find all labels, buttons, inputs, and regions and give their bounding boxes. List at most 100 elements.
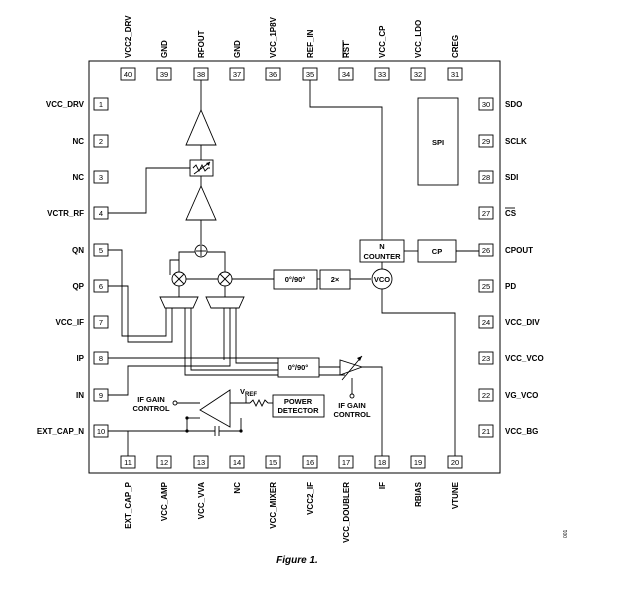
n-counter-label-2: COUNTER — [363, 252, 401, 261]
pin-38-label: RFOUT — [197, 30, 206, 58]
pin-2-number: 2 — [99, 137, 103, 146]
pin-12-number: 12 — [160, 458, 168, 467]
pin-30-number: 30 — [482, 100, 490, 109]
pin-19-label: RBIAS — [414, 481, 423, 507]
pin-16-number: 16 — [306, 458, 314, 467]
pin-12-label: VCC_AMP — [160, 481, 169, 521]
spi-label: SPI — [432, 138, 444, 147]
pin-27-number: 27 — [482, 209, 490, 218]
pin-1-label: VCC_DRV — [46, 100, 85, 109]
pin-1-number: 1 — [99, 100, 103, 109]
pin-24-label: VCC_DIV — [505, 318, 540, 327]
pin-3-label: NC — [72, 173, 84, 182]
mux-left-icon — [159, 296, 199, 309]
pin-16-label: VCC2_IF — [306, 482, 315, 515]
pin-33-label: VCC_CP — [378, 25, 387, 58]
bottom-pins: 11 12 13 14 15 16 17 18 19 20 — [120, 455, 463, 469]
if-amplifier-icon — [339, 359, 364, 376]
power-detector-label-1: POWER — [284, 397, 313, 406]
pin-34-number: 34 — [342, 70, 350, 79]
pin-7-label: VCC_IF — [56, 318, 85, 327]
pin-18-number: 18 — [378, 458, 386, 467]
pin-22-label: VG_VCO — [505, 391, 538, 400]
power-detector-block — [272, 394, 325, 418]
if-gain-left-label-1: IF GAIN — [137, 395, 165, 404]
vref-label: VREF — [240, 387, 257, 398]
rf-amplifier-top-icon — [185, 108, 217, 146]
pin-31-label: CREG — [451, 35, 460, 58]
pin-21-number: 21 — [482, 427, 490, 436]
vco-label: VCO — [374, 275, 390, 284]
n-counter-block — [359, 239, 405, 263]
if-gain-right-terminal-icon — [349, 393, 355, 399]
pin-17-number: 17 — [342, 458, 350, 467]
pin-35-label: REF_IN — [306, 29, 315, 58]
pin-26-number: 26 — [482, 246, 490, 255]
top-pin-labels: VCC2_DRV GND RFOUT GND VCC_1P8V REF_IN R… — [124, 15, 460, 58]
pin-21-label: VCC_BG — [505, 427, 538, 436]
pin-15-label: VCC_MIXER — [269, 482, 278, 529]
if-gain-right-label-2: CONTROL — [333, 410, 370, 419]
pin-14-label: NC — [233, 482, 242, 494]
pin-24-number: 24 — [482, 318, 490, 327]
pin-27-label: CS — [505, 209, 517, 218]
pin-37-label: GND — [233, 40, 242, 58]
doubler-label: 2× — [331, 275, 340, 284]
quadrature-bottom-block — [277, 357, 320, 378]
pin-20-label: VTUNE — [451, 481, 460, 509]
pin-13-number: 13 — [197, 458, 205, 467]
pin-11-number: 11 — [124, 458, 132, 467]
bottom-pin-labels: EXT_CAP_P VCC_AMP VCC_VVA NC VCC_MIXER V… — [124, 481, 460, 543]
pin-5-label: QN — [72, 246, 84, 255]
side-code: 001 — [563, 529, 569, 538]
pin-19-number: 19 — [414, 458, 422, 467]
pin-4-number: 4 — [99, 209, 103, 218]
doubler-block — [319, 269, 351, 290]
pin-29-number: 29 — [482, 137, 490, 146]
pin-31-number: 31 — [451, 70, 459, 79]
pin-30-label: SDO — [505, 100, 522, 109]
quadrature-top-label: 0°/90° — [285, 275, 306, 284]
pin-6-label: QP — [72, 282, 84, 291]
pin-13-label: VCC_VVA — [197, 482, 206, 519]
pin-40-label: VCC2_DRV — [124, 15, 133, 58]
power-detector-label-2: DETECTOR — [277, 406, 319, 415]
pin-20-number: 20 — [451, 458, 459, 467]
gain-amplifier-icon — [199, 389, 231, 428]
mux-right-icon — [205, 296, 245, 309]
pin-22-number: 22 — [482, 391, 490, 400]
pin-28-label: SDI — [505, 173, 518, 182]
pin-23-number: 23 — [482, 354, 490, 363]
vco-block — [371, 268, 393, 290]
pin-29-label: SCLK — [505, 137, 527, 146]
right-pin-labels: SDO SCLK SDI CS CPOUT PD VCC_DIV VCC_VCO… — [505, 100, 544, 436]
quadrature-top-block — [273, 269, 318, 290]
pin-4-label: VCTR_RF — [47, 209, 84, 218]
pin-18-label: IF — [378, 482, 387, 489]
pin-17-label: VCC_DOUBLER — [342, 482, 351, 543]
pin-10-number: 10 — [97, 427, 105, 436]
pin-15-number: 15 — [269, 458, 277, 467]
left-pin-labels: VCC_DRV NC NC VCTR_RF QN QP VCC_IF IP IN… — [37, 100, 85, 436]
pin-9-label: IN — [76, 391, 84, 400]
pin-36-label: VCC_1P8V — [269, 16, 278, 58]
pin-23-label: VCC_VCO — [505, 354, 544, 363]
pin-3-number: 3 — [99, 173, 103, 182]
pin-25-number: 25 — [482, 282, 490, 291]
left-pins: 1 2 3 4 5 6 7 8 9 10 — [93, 97, 109, 438]
spi-block — [417, 97, 459, 186]
if-gain-left-terminal-icon — [172, 400, 178, 406]
pin-14-number: 14 — [233, 458, 241, 467]
pin-25-label: PD — [505, 282, 516, 291]
pin-38-number: 38 — [197, 70, 205, 79]
pin-10-label: EXT_CAP_N — [37, 427, 84, 436]
pin-8-number: 8 — [99, 354, 103, 363]
pin-9-number: 9 — [99, 391, 103, 400]
pin-28-number: 28 — [482, 173, 490, 182]
pin-37-number: 37 — [233, 70, 241, 79]
right-pins: 30 29 28 27 26 25 24 23 22 21 — [478, 97, 494, 438]
pin-26-label: CPOUT — [505, 246, 533, 255]
attenuator-resistor-icon — [192, 163, 210, 173]
rf-amplifier-bottom-icon — [185, 184, 217, 221]
if-gain-right-label-1: IF GAIN — [338, 401, 366, 410]
